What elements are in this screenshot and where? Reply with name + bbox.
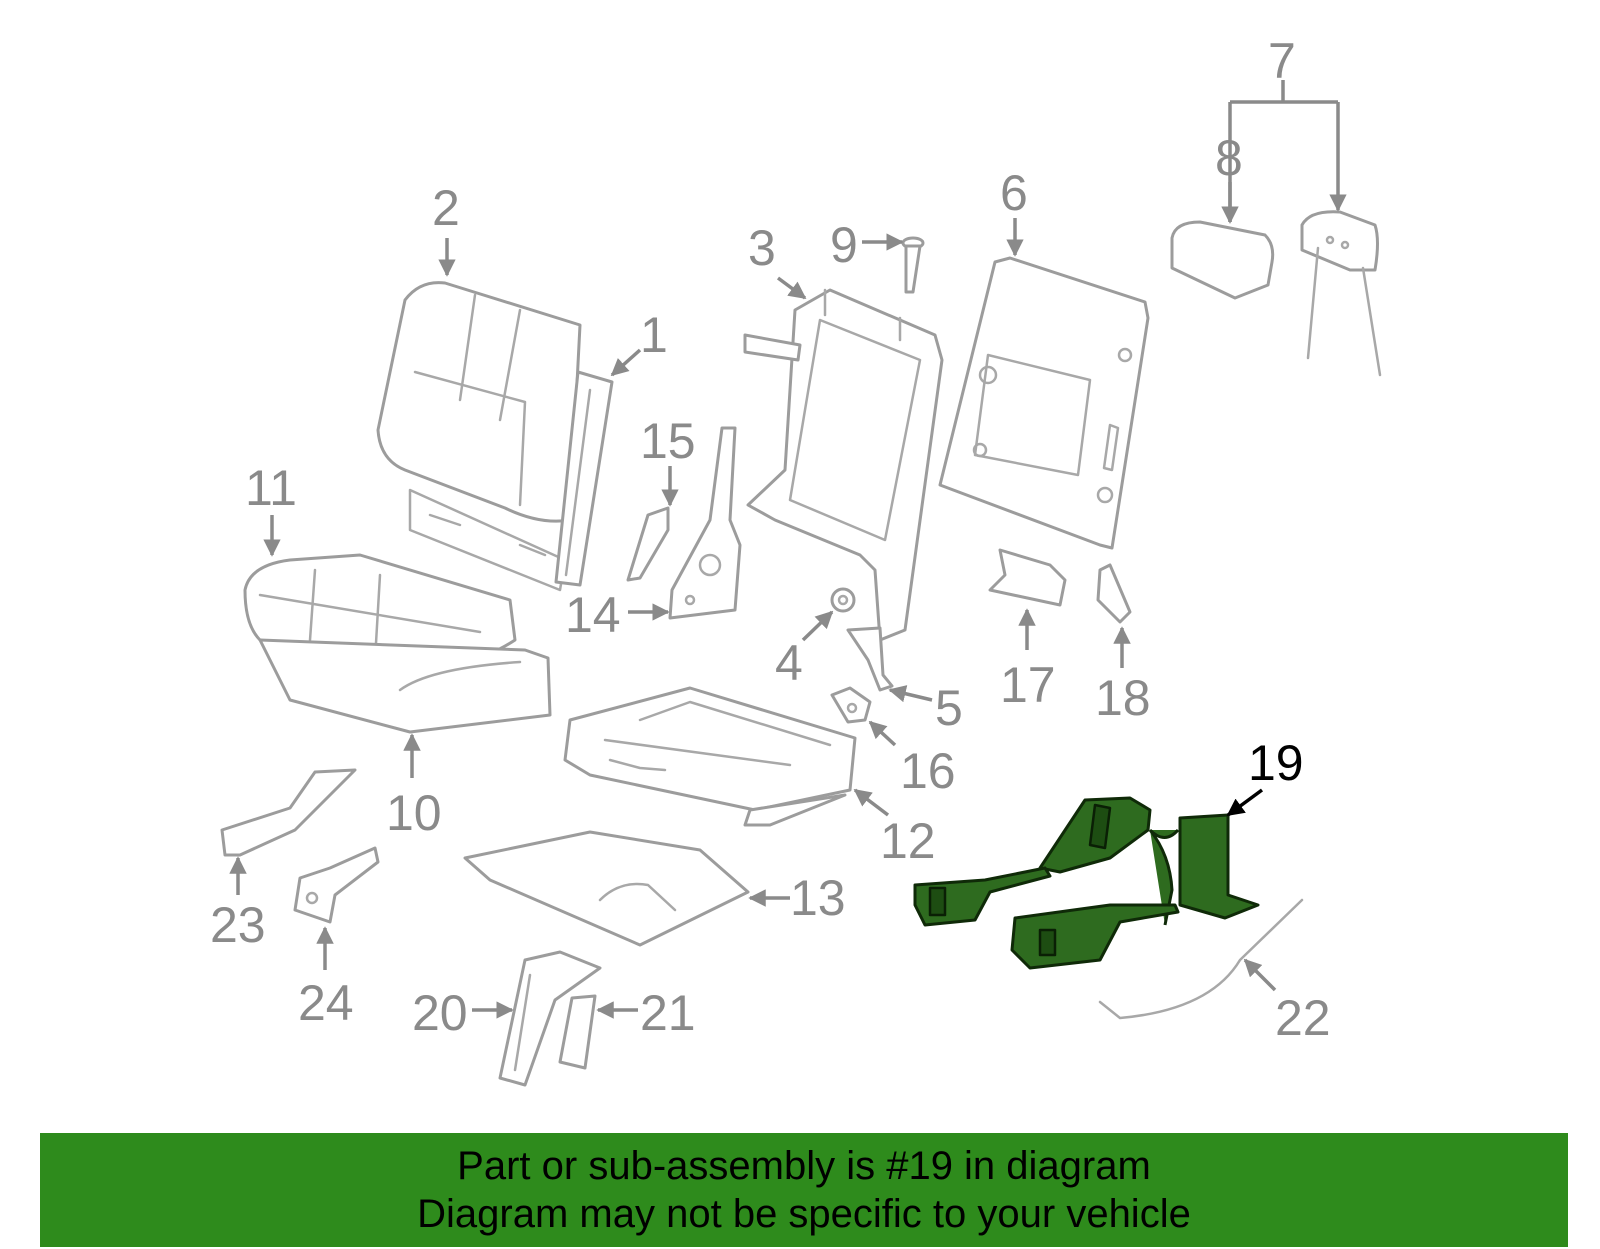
- label-6: 6: [1000, 165, 1028, 221]
- part-9-bolt[interactable]: [901, 236, 925, 294]
- label-24: 24: [298, 975, 354, 1031]
- part-20-trim[interactable]: [498, 950, 602, 1087]
- leader-lines: [229, 80, 1347, 1019]
- part-7-headrest-assembly[interactable]: [1300, 210, 1382, 377]
- label-2: 2: [432, 180, 460, 236]
- label-3: 3: [748, 220, 776, 276]
- part-16-clip[interactable]: [830, 686, 872, 724]
- part-24-latch[interactable]: [293, 846, 380, 924]
- label-23: 23: [210, 897, 266, 953]
- label-14: 14: [565, 587, 621, 643]
- label-13: 13: [790, 870, 846, 926]
- label-8: 8: [1215, 130, 1243, 186]
- banner-line-1: Part or sub-assembly is #19 in diagram: [457, 1144, 1151, 1188]
- label-10: 10: [386, 785, 442, 841]
- label-17: 17: [1000, 657, 1056, 713]
- label-11: 11: [245, 460, 297, 516]
- label-1: 1: [640, 307, 668, 363]
- label-22: 22: [1275, 990, 1331, 1046]
- part-12-seat-frame[interactable]: [563, 686, 857, 827]
- label-5: 5: [935, 680, 963, 736]
- label-9: 9: [830, 217, 858, 273]
- label-4: 4: [775, 635, 803, 691]
- part-23-bracket[interactable]: [220, 768, 357, 857]
- part-15-trim[interactable]: [626, 506, 670, 582]
- part-13-pan-cover[interactable]: [463, 830, 750, 947]
- part-10-cushion-pad[interactable]: [258, 638, 552, 734]
- part-1-side-panel[interactable]: [554, 370, 614, 587]
- callout-labels: 2 1 3 9 6 7 8 15 11 14 4 5 16 17 18 10 1…: [210, 33, 1331, 1046]
- part-19-seat-track[interactable]: [913, 796, 1260, 970]
- notice-banner: Part or sub-assembly is #19 in diagram D…: [40, 1133, 1568, 1247]
- label-20: 20: [412, 985, 468, 1041]
- part-17-bracket[interactable]: [988, 548, 1067, 607]
- part-3-seat-back-frame[interactable]: [743, 288, 944, 642]
- part-22-cable[interactable]: [1098, 898, 1304, 1020]
- label-12: 12: [880, 813, 936, 869]
- label-19: 19: [1248, 735, 1304, 791]
- part-21-clip[interactable]: [558, 994, 597, 1070]
- part-4-nut[interactable]: [830, 587, 856, 613]
- parts-diagram: 2 1 3 9 6 7 8 15 11 14 4 5 16 17 18 10 1…: [210, 33, 1382, 1087]
- part-6-back-panel[interactable]: [938, 256, 1150, 550]
- label-15: 15: [640, 413, 696, 469]
- part-8-headrest[interactable]: [1170, 220, 1275, 300]
- banner-line-2: Diagram may not be specific to your vehi…: [417, 1192, 1191, 1236]
- label-7: 7: [1268, 33, 1296, 89]
- part-14-bracket[interactable]: [668, 426, 742, 620]
- part-2-seat-back-cover[interactable]: [376, 281, 582, 592]
- label-18: 18: [1095, 670, 1151, 726]
- label-16: 16: [900, 743, 956, 799]
- part-18-trim[interactable]: [1096, 563, 1132, 624]
- label-21: 21: [640, 985, 696, 1041]
